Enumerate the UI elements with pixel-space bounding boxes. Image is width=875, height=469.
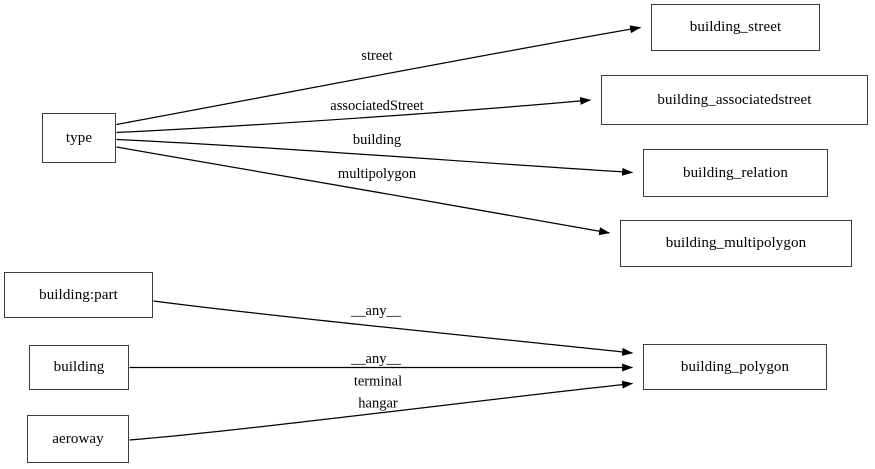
node-building-relation[interactable]: building_relation — [643, 149, 828, 197]
edge-label-any-building: __any__ — [351, 350, 401, 367]
node-aeroway[interactable]: aeroway — [27, 415, 129, 463]
node-type[interactable]: type — [42, 113, 116, 163]
edge-label-street: street — [361, 47, 393, 64]
node-building-polygon[interactable]: building_polygon — [643, 344, 827, 390]
node-building[interactable]: building — [29, 345, 129, 390]
edge-label-any-building-part: __any__ — [351, 302, 401, 319]
node-building-street[interactable]: building_street — [651, 4, 820, 51]
node-building-part[interactable]: building:part — [4, 272, 153, 318]
edge-label-associatedstreet: associatedStreet — [330, 97, 424, 114]
node-building-associatedstreet[interactable]: building_associatedstreet — [601, 75, 868, 125]
node-building-multipolygon[interactable]: building_multipolygon — [620, 220, 852, 267]
edge-label-building: building — [352, 131, 402, 148]
edge-type-building-multipolygon — [116, 146, 611, 236]
edge-label-multipolygon: multipolygon — [337, 165, 417, 182]
